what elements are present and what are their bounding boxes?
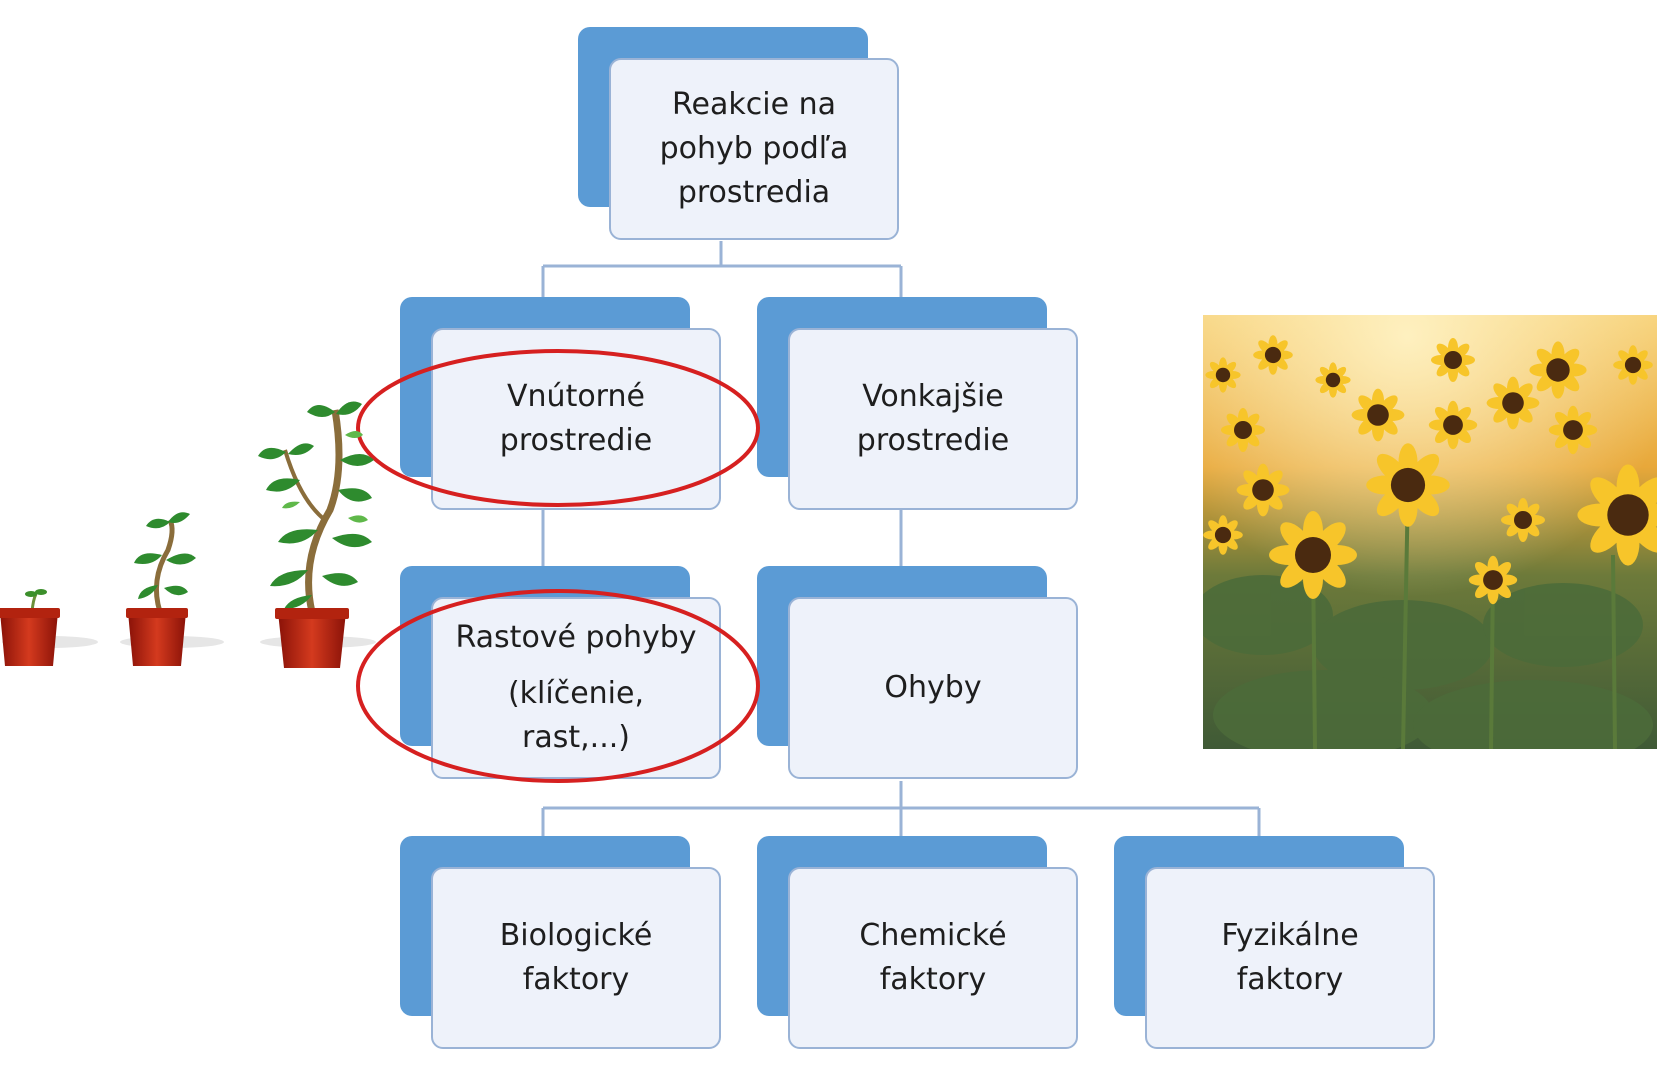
node-growth-text-3: rast,...) — [522, 720, 630, 755]
node-external-front: Vonkajšie prostredie — [788, 328, 1078, 510]
node-bends-text-1: Ohyby — [884, 670, 982, 705]
node-biological-front: Biologické faktory — [431, 867, 721, 1049]
seedling-medium-icon — [126, 512, 196, 666]
plant-growth-illustration — [0, 401, 376, 668]
node-internal-text-1: Vnútorné — [507, 379, 645, 414]
node-physical-text-2: faktory — [1236, 962, 1344, 997]
node-biological-text-1: Biologické — [499, 918, 653, 953]
sunflower-field-image — [1203, 315, 1657, 749]
node-internal-text-2: prostredie — [499, 423, 653, 458]
node-root-text-1: Reakcie na — [672, 87, 836, 122]
node-growth-text-2: (klíčenie, — [507, 676, 645, 711]
node-internal-front: Vnútorné prostredie — [431, 328, 721, 510]
node-physical-text-1: Fyzikálne — [1221, 918, 1359, 953]
node-biological-text-2: faktory — [522, 962, 630, 997]
node-bends-front: Ohyby — [788, 597, 1078, 779]
node-external-text-2: prostredie — [856, 423, 1010, 458]
node-root-text-3: prostredia — [677, 175, 831, 210]
node-physical-front: Fyzikálne faktory — [1145, 867, 1435, 1049]
node-growth-front: Rastové pohyby (klíčenie, rast,...) — [431, 597, 721, 779]
node-external-text-1: Vonkajšie — [862, 379, 1004, 414]
node-root-front: Reakcie na pohyb podľa prostredia — [609, 58, 899, 240]
node-chemical-text-1: Chemické — [859, 918, 1007, 953]
plant-large-icon — [258, 401, 374, 668]
node-growth-text-1: Rastové pohyby — [455, 620, 697, 655]
node-root-text-2: pohyb podľa — [659, 131, 849, 166]
seedling-small-icon — [0, 589, 60, 666]
node-chemical-front: Chemické faktory — [788, 867, 1078, 1049]
node-chemical-text-2: faktory — [879, 962, 987, 997]
